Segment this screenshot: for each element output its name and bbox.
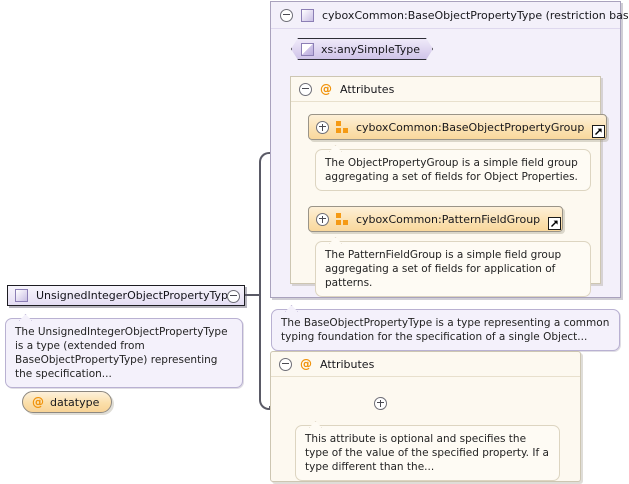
base-type-header: cyboxCommon:BaseObjectPropertyType (rest…: [271, 2, 629, 29]
at-icon: @: [300, 357, 312, 371]
root-node-label: UnsignedIntegerObjectPropertyType: [36, 289, 235, 302]
connector-elbow-lower: [259, 396, 273, 410]
doc-pointer: [329, 237, 342, 244]
simple-type-chip[interactable]: xs:anySimpleType: [291, 38, 433, 60]
attribute-group-documentation: The PatternFieldGroup is a simple field …: [315, 237, 591, 297]
documentation-text: The PatternFieldGroup is a simple field …: [325, 249, 562, 289]
plus-circle-icon[interactable]: [316, 212, 329, 226]
plus-circle-icon[interactable]: [316, 120, 329, 134]
attribute-group-pattern-field-group[interactable]: cyboxCommon:PatternFieldGroup: [308, 206, 564, 232]
minus-circle-icon[interactable]: [279, 358, 292, 371]
attribute-group-label: cyboxCommon:BaseObjectPropertyGroup: [356, 120, 585, 134]
doc-pointer: [285, 305, 298, 312]
minus-circle-icon[interactable]: [280, 9, 293, 22]
minus-circle-icon[interactable]: [299, 83, 312, 96]
attributes-panel-header: @ Attributes: [271, 352, 580, 377]
external-link-icon[interactable]: [548, 217, 562, 230]
simple-type-label: xs:anySimpleType: [321, 42, 420, 56]
root-node[interactable]: UnsignedIntegerObjectPropertyType: [7, 285, 245, 306]
doc-pointer: [329, 145, 342, 152]
documentation-text: The ObjectPropertyGroup is a simple fiel…: [325, 157, 578, 183]
external-link-icon[interactable]: [592, 125, 606, 138]
documentation-text: The UnsignedIntegerObjectPropertyType is…: [15, 326, 228, 380]
attribute-group-label: cyboxCommon:PatternFieldGroup: [356, 212, 541, 226]
complex-type-icon: [15, 289, 28, 302]
connector-trunk: [259, 162, 261, 400]
base-type-title: cyboxCommon:BaseObjectPropertyType (rest…: [322, 9, 629, 22]
attribute-group-base-object-property-group[interactable]: cyboxCommon:BaseObjectPropertyGroup: [308, 114, 608, 140]
attribute-group-documentation: The ObjectPropertyGroup is a simple fiel…: [315, 145, 591, 191]
complex-type-icon: [301, 9, 314, 22]
documentation-text: This attribute is optional and specifies…: [305, 433, 549, 473]
attribute-label: datatype: [50, 395, 100, 409]
root-node-documentation: The UnsignedIntegerObjectPropertyType is…: [5, 314, 243, 388]
documentation-text: The BaseObjectPropertyType is a type rep…: [281, 317, 610, 343]
base-type-documentation: The BaseObjectPropertyType is a type rep…: [271, 305, 620, 351]
connector-elbow-upper: [259, 152, 273, 166]
connector-root-stub: [239, 294, 261, 296]
attribute-group-icon: [336, 121, 349, 133]
base-type-container: cyboxCommon:BaseObjectPropertyType (rest…: [270, 1, 629, 298]
plus-circle-icon[interactable]: [374, 397, 387, 410]
doc-pointer: [19, 314, 32, 321]
at-icon: @: [320, 82, 332, 96]
attributes-panel-title: Attributes: [320, 358, 375, 371]
attribute-datatype[interactable]: @ datatype: [22, 391, 113, 413]
minus-circle-icon[interactable]: [227, 290, 240, 303]
attributes-panel-header: @ Attributes: [291, 77, 600, 102]
attribute-documentation: This attribute is optional and specifies…: [295, 421, 560, 481]
attributes-panel-title: Attributes: [340, 83, 395, 96]
attributes-panel-inherited: @ Attributes cyboxCommon:BaseObjectPrope…: [290, 76, 608, 297]
simple-type-icon: [301, 43, 314, 56]
attribute-group-icon: [336, 213, 349, 225]
at-icon: @: [32, 394, 44, 409]
